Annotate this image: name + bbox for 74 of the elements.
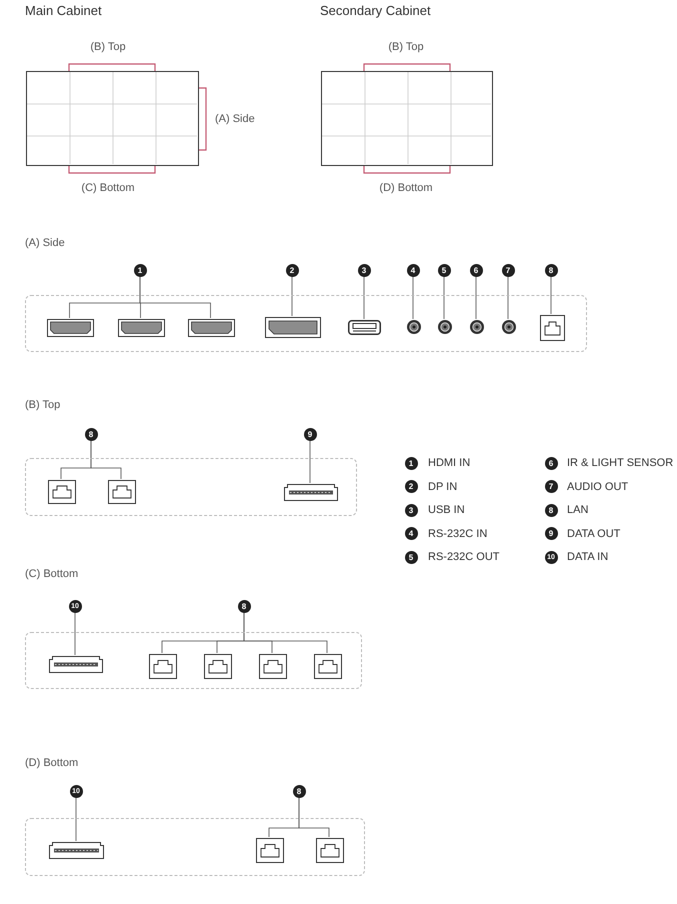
legend-text: RS-232C OUT	[428, 550, 500, 564]
callout-number: 6	[470, 264, 482, 276]
legend-text: LAN	[567, 503, 588, 517]
legend-number: 2	[404, 480, 418, 493]
audio-jack-icon	[438, 320, 452, 334]
leader-line	[550, 276, 552, 314]
ethernet-port-icon	[316, 838, 344, 863]
legend-number: 5	[404, 550, 418, 564]
section-title: (B) Top	[25, 398, 60, 412]
connector-panel	[25, 458, 357, 516]
legend-number: 6	[544, 456, 558, 470]
legend-text: USB IN	[428, 503, 465, 517]
legend-number: 3	[404, 504, 418, 516]
legend-text: DATA IN	[567, 550, 608, 564]
connector-panel	[25, 632, 362, 689]
audio-jack-icon	[502, 320, 516, 334]
section-title: (A) Side	[25, 236, 65, 250]
leader-line	[244, 612, 328, 654]
legend-text: AUDIO OUT	[567, 480, 628, 494]
callout-number: 8	[292, 784, 306, 798]
callout-number: 9	[304, 428, 316, 440]
ethernet-port-icon	[108, 480, 136, 504]
legend-text: IR & LIGHT SENSOR	[567, 456, 674, 470]
ethernet-port-icon	[48, 480, 76, 504]
callout-number: 1	[134, 264, 146, 276]
data-connector-icon	[49, 842, 104, 859]
legend-number: 8	[544, 504, 558, 516]
callout-number: 5	[438, 264, 450, 276]
usb-port-icon	[348, 320, 381, 335]
connector-panel	[25, 818, 365, 876]
callout-number: 4	[406, 264, 420, 276]
legend-text: DP IN	[428, 480, 458, 494]
callout-number: 8	[84, 428, 98, 440]
leader-line	[90, 440, 122, 480]
leader-line	[298, 797, 330, 838]
callout-number: 8	[238, 600, 250, 612]
audio-jack-icon	[470, 320, 484, 334]
legend-number: 4	[404, 527, 418, 540]
hdmi-port-icon	[47, 319, 94, 337]
leader-line	[412, 276, 414, 320]
data-connector-icon	[49, 656, 103, 673]
legend-text: HDMI IN	[428, 456, 470, 470]
side-label: (B) Top	[89, 40, 127, 54]
legend-text: DATA OUT	[567, 526, 620, 540]
legend-number: 7	[544, 480, 558, 493]
data-connector-icon	[284, 484, 338, 501]
leader-line	[140, 276, 211, 318]
callout-number: 7	[502, 264, 514, 276]
side-label: (A) Side	[215, 112, 255, 126]
ethernet-port-icon	[259, 654, 287, 679]
legend-text: RS-232C IN	[428, 526, 488, 540]
displayport-icon	[265, 317, 321, 338]
legend-number: 9	[544, 527, 558, 540]
leader-line	[74, 612, 76, 656]
cabinet-title: Secondary Cabinet	[320, 3, 431, 19]
hdmi-port-icon	[118, 319, 165, 337]
ethernet-port-icon	[314, 654, 342, 679]
ethernet-port-icon	[256, 838, 284, 863]
side-label: (B) Top	[387, 40, 425, 54]
cabinet-title: Main Cabinet	[25, 3, 102, 19]
hdmi-port-icon	[188, 319, 235, 337]
ethernet-port-icon	[540, 315, 565, 341]
side-label: (C) Bottom	[80, 181, 136, 195]
side-label: (D) Bottom	[378, 181, 434, 195]
section-title: (D) Bottom	[25, 756, 78, 770]
section-title: (C) Bottom	[25, 567, 78, 581]
connector-panel	[25, 295, 587, 352]
legend-number: 1	[404, 456, 418, 470]
callout-number: 3	[358, 264, 370, 276]
callout-number: 8	[544, 264, 558, 276]
callout-number: 2	[286, 264, 298, 276]
audio-jack-icon	[407, 320, 421, 334]
ethernet-port-icon	[204, 654, 232, 679]
ethernet-port-icon	[149, 654, 177, 679]
